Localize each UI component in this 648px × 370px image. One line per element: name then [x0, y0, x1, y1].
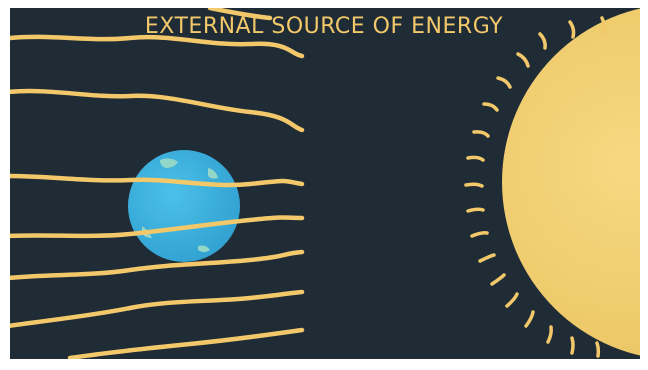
- sun-rays: [464, 16, 607, 358]
- earth-icon: [128, 150, 240, 262]
- sunlight-rays: [10, 8, 305, 359]
- sun-icon: [502, 8, 640, 356]
- space-scene: [10, 8, 640, 359]
- caption-title: EXTERNAL SOURCE OF ENERGY: [144, 14, 504, 39]
- illustration-frame: [10, 8, 640, 359]
